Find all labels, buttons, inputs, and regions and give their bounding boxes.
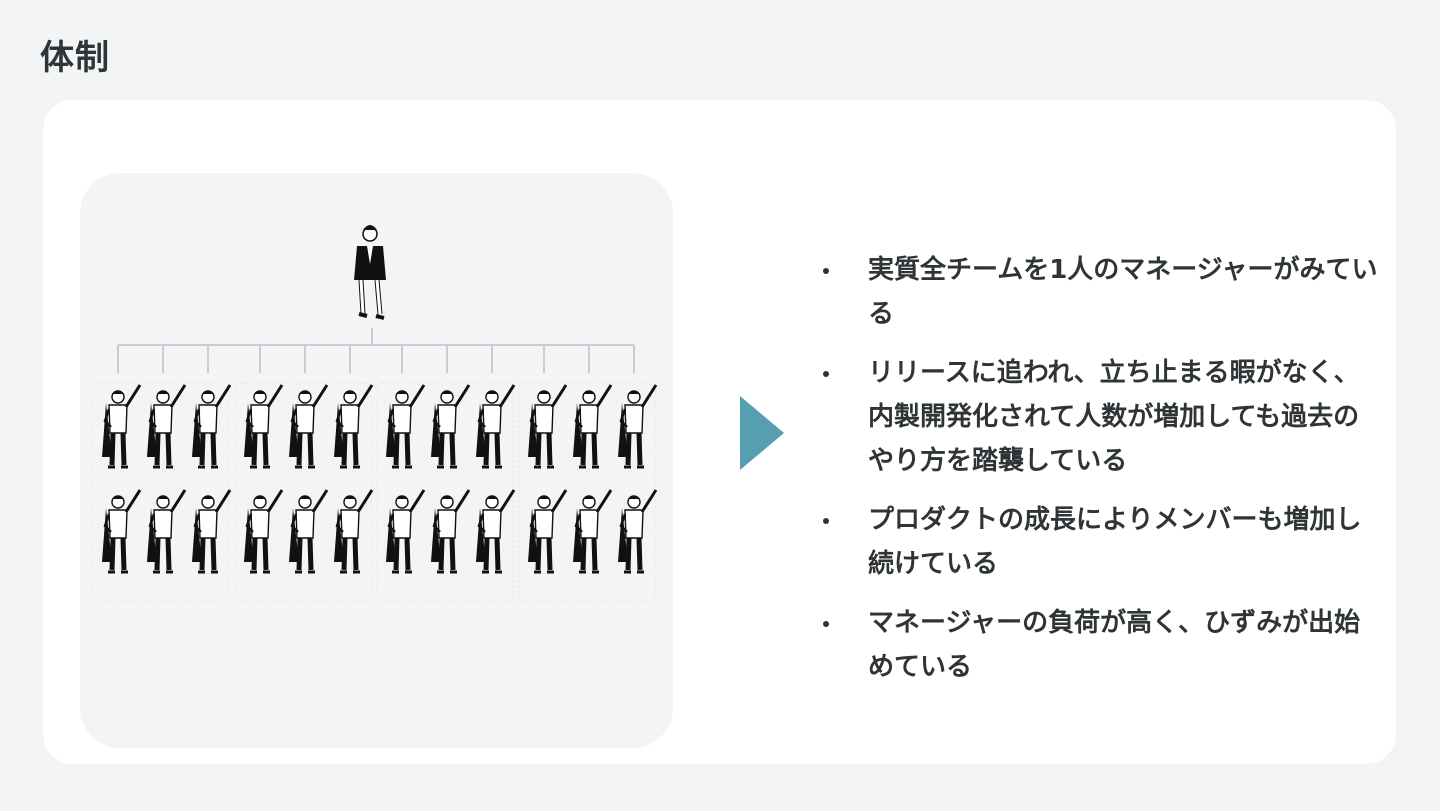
member-icon [573,489,613,574]
member-icon [528,489,568,574]
bullet-list: 実質全チームを1人のマネージャーがみている リリースに追われ、立ち止まる暇がなく… [823,248,1383,704]
member-icon [573,384,613,469]
member-icon [386,489,426,574]
bullet-text: リリースに追われ、立ち止まる暇がなく、内製開発化されて人数が増加しても過去のやり… [868,358,1360,476]
bullet-item: マネージャーの負荷が高く、ひずみが出始めている [823,601,1383,689]
bullet-item: プロダクトの成長によりメンバーも増加し続けている [823,498,1383,586]
bullet-text: プロダクトの成長によりメンバーも増加し続けている [868,505,1362,579]
member-icon [528,384,568,469]
member-icon [476,489,516,574]
member-icon [618,489,658,574]
member-icon [289,489,329,574]
member-icon [386,384,426,469]
member-icon [147,489,187,574]
member-icon [147,384,187,469]
member-icon [102,384,142,469]
member-icon [192,489,232,574]
member-icon [334,384,374,469]
member-icon [618,384,658,469]
manager-icon [354,225,386,320]
member-icon [431,489,471,574]
right-arrow-icon [740,396,784,470]
org-structure-illustration [80,173,673,748]
org-chart-svg [92,225,658,602]
bullet-dot-icon [823,268,829,274]
member-icon [289,384,329,469]
member-icon [334,489,374,574]
bullet-dot-icon [823,621,829,627]
content-card: 実質全チームを1人のマネージャーがみている リリースに追われ、立ち止まる暇がなく… [43,100,1396,764]
hierarchy-connector-lines [117,328,635,373]
member-icon [431,384,471,469]
member-icon [476,384,516,469]
bullet-item: リリースに追われ、立ち止まる暇がなく、内製開発化されて人数が増加しても過去のやり… [823,351,1383,483]
bullet-text: マネージャーの負荷が高く、ひずみが出始めている [868,608,1361,682]
bullet-dot-icon [823,371,829,377]
bullet-dot-icon [823,518,829,524]
bullet-text: 実質全チームを1人のマネージャーがみている [868,255,1378,329]
member-icon [192,384,232,469]
bullet-item: 実質全チームを1人のマネージャーがみている [823,248,1383,336]
team-members-group [92,382,658,602]
page-title: 体制 [40,38,110,78]
member-icon [244,384,284,469]
member-icon [102,489,142,574]
member-icon [244,489,284,574]
